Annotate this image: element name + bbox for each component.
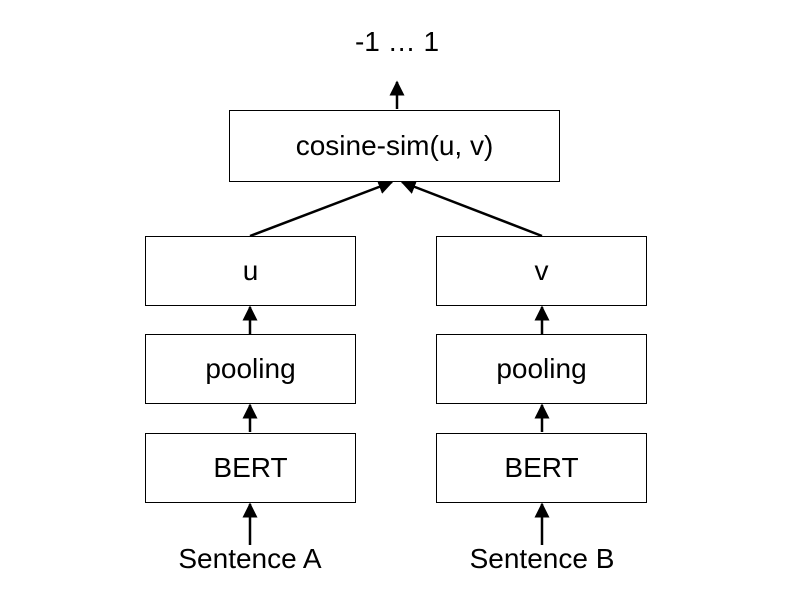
sentence-b-label: Sentence B	[469, 543, 615, 574]
u-label: u	[242, 255, 259, 286]
v-box: v	[436, 236, 647, 306]
pooling-b-box: pooling	[436, 334, 647, 404]
v-label: v	[534, 255, 549, 286]
cosine-sim-box: cosine-sim(u, v)	[229, 110, 560, 182]
output-range-label: -1 … 1	[354, 26, 440, 57]
bert-b-box: BERT	[436, 433, 647, 503]
pooling-a-label: pooling	[205, 353, 296, 384]
cosine-sim-label: cosine-sim(u, v)	[295, 130, 494, 161]
pooling-a-box: pooling	[145, 334, 356, 404]
bert-a-label: BERT	[213, 452, 288, 483]
sentence-a-label: Sentence A	[178, 543, 322, 574]
bert-a-box: BERT	[145, 433, 356, 503]
arrow-v-to-cosine	[400, 179, 543, 238]
u-box: u	[145, 236, 356, 306]
pooling-b-label: pooling	[496, 353, 587, 384]
bert-b-label: BERT	[504, 452, 579, 483]
arrow-u-to-cosine	[249, 179, 394, 238]
